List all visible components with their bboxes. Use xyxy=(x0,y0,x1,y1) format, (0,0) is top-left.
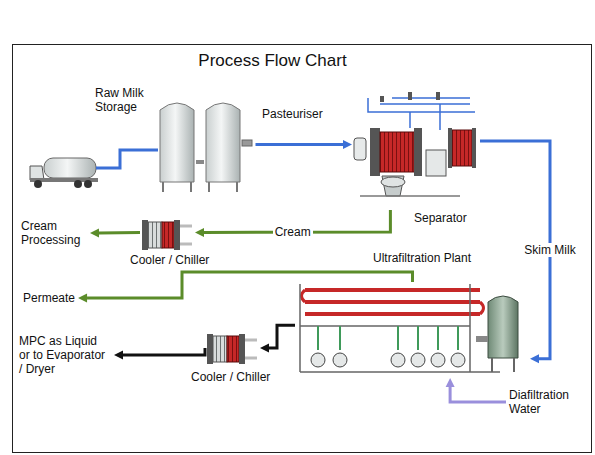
flow-connector xyxy=(90,228,140,237)
flow-line xyxy=(87,272,412,298)
arrow-head xyxy=(195,228,204,237)
flow-line xyxy=(257,144,343,146)
flow-label: Skim Milk xyxy=(522,243,577,257)
flow-label: Cream xyxy=(273,225,313,239)
node-label: Raw Milk Storage xyxy=(95,86,153,114)
node-label: Pasteuriser xyxy=(262,107,348,121)
terminal-label: MPC as Liquid or to Evaporator / Dryer xyxy=(16,332,114,378)
flow-line xyxy=(123,348,205,355)
arrow-head xyxy=(446,378,455,387)
flow-line xyxy=(450,387,506,402)
flow-connector xyxy=(446,378,506,402)
node-label: Diafiltration Water xyxy=(509,388,585,416)
arrow-head xyxy=(114,351,123,360)
flow-connector xyxy=(78,272,412,303)
arrow-head xyxy=(78,294,87,303)
node-label: MPC as Liquid or to Evaporator / Dryer xyxy=(19,334,111,376)
arrow-head xyxy=(90,228,99,237)
cooler-node: Cooler / Chiller xyxy=(205,330,260,366)
flow-connector xyxy=(260,325,295,352)
silo-node: Raw Milk Storage xyxy=(155,98,257,194)
pasteuriser-node: PasteuriserSeparator xyxy=(352,95,480,210)
node-label: Ultrafiltration Plant xyxy=(373,251,503,265)
cooler-symbol xyxy=(142,220,192,250)
chart-title: Process Flow Chart xyxy=(150,51,395,71)
cooler-node: Cooler / Chiller xyxy=(140,215,195,250)
cooler-symbol xyxy=(207,334,257,364)
flow-line xyxy=(269,325,295,348)
milk-tanker xyxy=(30,150,158,188)
node-label: Cream Processing xyxy=(21,219,87,247)
node-label: Permeate xyxy=(23,291,75,305)
flow-connector xyxy=(114,348,205,360)
arrow-head xyxy=(530,354,539,363)
terminal-label: Permeate xyxy=(20,289,78,307)
storage-silos xyxy=(160,103,252,192)
node-label: Separator xyxy=(414,211,484,225)
flow-line xyxy=(99,231,140,234)
terminal-label: Diafiltration Water xyxy=(506,386,588,418)
ultrafiltration-plant xyxy=(300,284,518,372)
arrow-head xyxy=(260,344,269,353)
node-label: Cooler / Chiller xyxy=(130,253,220,267)
pasteuriser-separator xyxy=(354,92,476,196)
terminal-label: Cream Processing xyxy=(18,217,90,249)
arrow-head xyxy=(343,140,352,149)
node-label: Cooler / Chiller xyxy=(191,370,281,384)
ultrafiltration-node: Ultrafiltration Plant xyxy=(295,282,530,378)
flow-connector xyxy=(257,140,352,149)
